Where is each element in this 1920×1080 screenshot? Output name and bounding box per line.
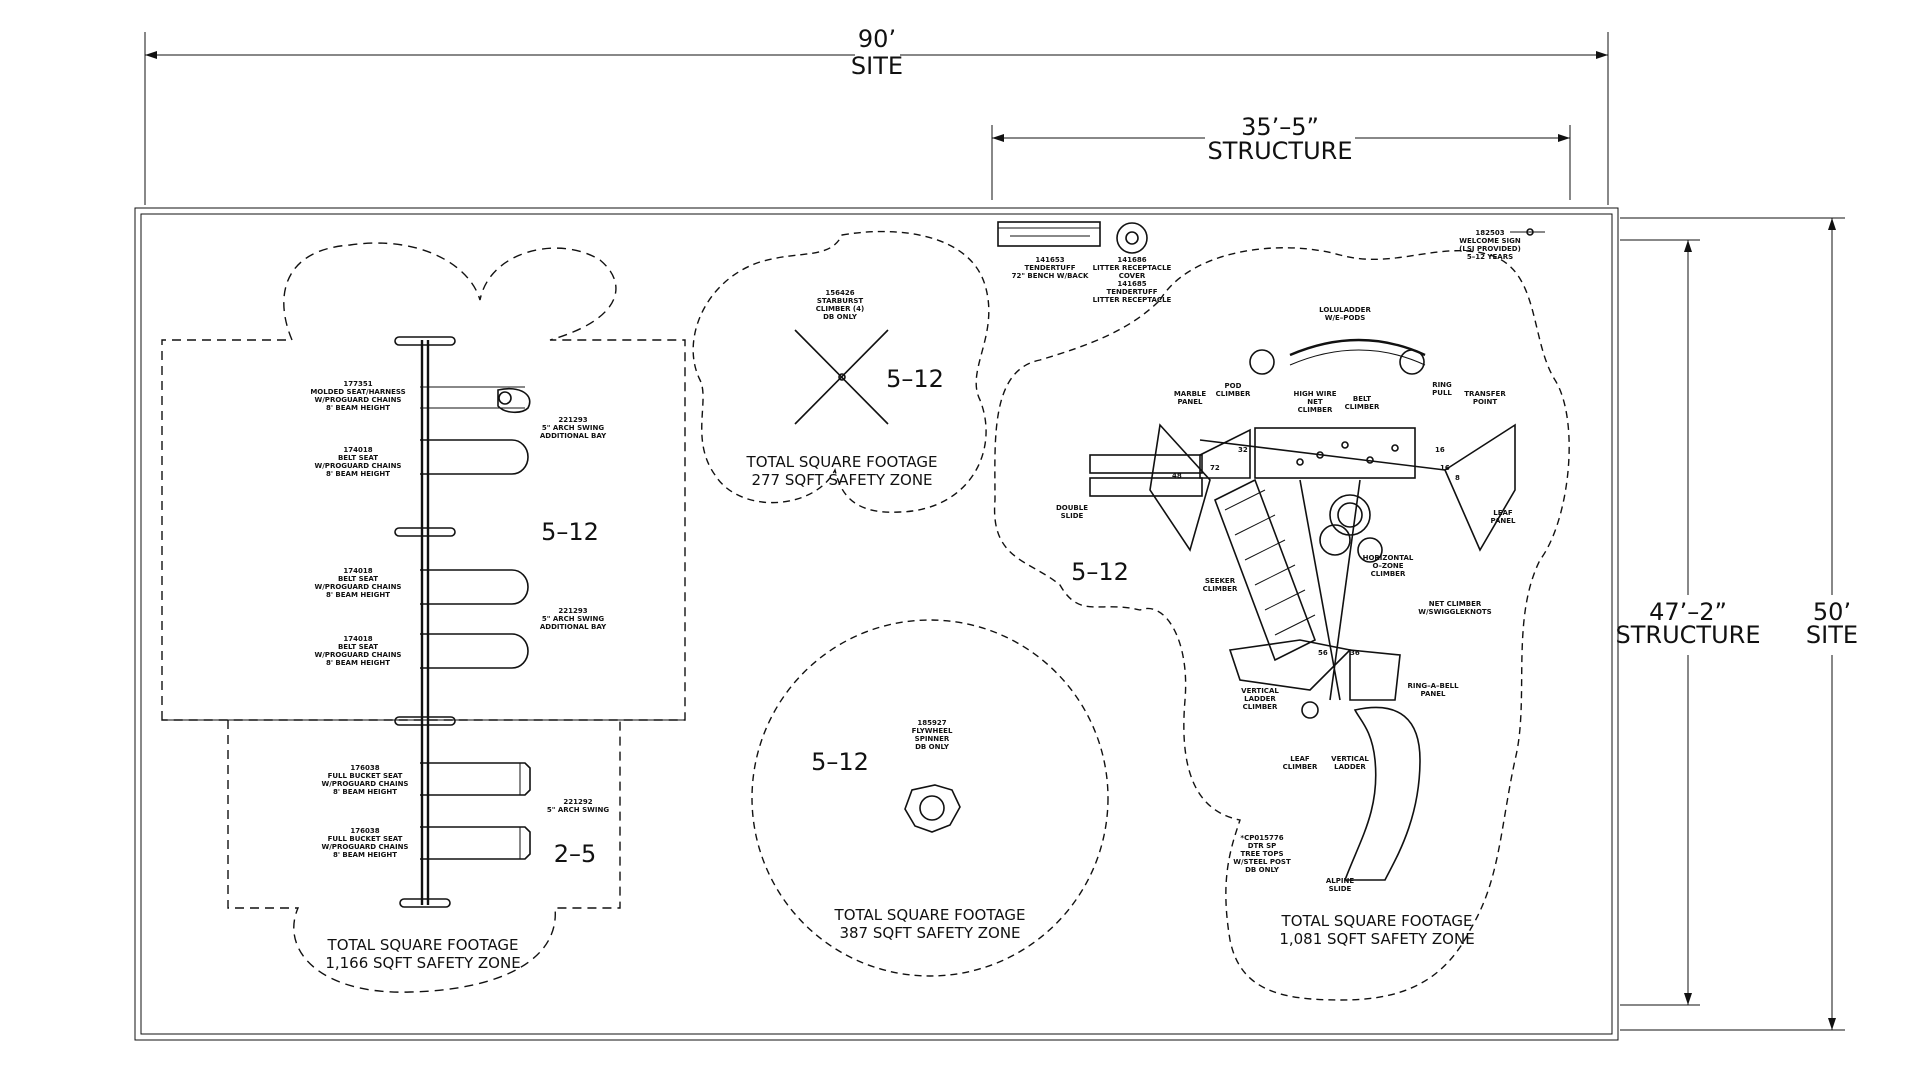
deck-height-label: 56 bbox=[1318, 649, 1328, 657]
site-width-value: 90’ bbox=[858, 25, 896, 53]
spinner-age-label: 5–12 bbox=[811, 748, 869, 776]
deck-height-label: 16 bbox=[1435, 446, 1445, 454]
structure-width-value: 35’–5” bbox=[1241, 113, 1319, 141]
deck-height-label: 16 bbox=[1440, 464, 1450, 472]
starburst-total-value: 277 SQFT SAFETY ZONE bbox=[751, 471, 932, 489]
structure-width-dimension: 35’–5” STRUCTURE bbox=[991, 113, 1571, 200]
deck-height-label: 8 bbox=[1455, 474, 1460, 482]
spinner-total-title: TOTAL SQUARE FOOTAGE bbox=[834, 906, 1026, 924]
structure-total-title: TOTAL SQUARE FOOTAGE bbox=[1281, 912, 1473, 930]
swing-total-value: 1,166 SQFT SAFETY ZONE bbox=[325, 954, 520, 972]
swing-frame bbox=[394, 336, 531, 908]
deck-height-label: 36 bbox=[1350, 649, 1360, 657]
play-structure bbox=[1089, 338, 1516, 881]
deck-height-label: 72 bbox=[1210, 464, 1220, 472]
bench-icon bbox=[997, 221, 1101, 247]
swing-zone: 5–12 2–5 TOTAL SQUARE FOOTAGE 1,166 SQFT… bbox=[161, 242, 686, 993]
deck-height-label: 32 bbox=[1238, 446, 1248, 454]
site-width-dimension: 90’ SITE bbox=[144, 25, 1609, 205]
structure-zone: 5–12 TOTAL SQUARE FOOTAGE 1,081 SQFT SAF… bbox=[993, 247, 1570, 1001]
litter-receptacle-icon bbox=[1116, 222, 1148, 254]
deck-height-label: 48 bbox=[1172, 472, 1182, 480]
site-depth-label: SITE bbox=[1806, 621, 1858, 649]
swing-total-title: TOTAL SQUARE FOOTAGE bbox=[327, 936, 519, 954]
site-boundary bbox=[134, 207, 1619, 1041]
flywheel-spinner-icon bbox=[904, 784, 961, 833]
starburst-safety-zone-outline bbox=[692, 230, 990, 513]
spinner-total-value: 387 SQFT SAFETY ZONE bbox=[839, 924, 1020, 942]
swing-age-label: 5–12 bbox=[541, 518, 599, 546]
spinner-safety-zone-outline bbox=[751, 619, 1109, 977]
toddler-swing-safety-zone-outline bbox=[227, 720, 621, 993]
structure-safety-zone-outline bbox=[993, 247, 1570, 1001]
site-boundary-inner bbox=[140, 213, 1613, 1035]
starburst-total-title: TOTAL SQUARE FOOTAGE bbox=[746, 453, 938, 471]
swing-safety-zone-outline bbox=[161, 242, 686, 721]
starburst-age-label: 5–12 bbox=[886, 365, 944, 393]
toddler-age-label: 2–5 bbox=[554, 840, 597, 868]
structure-age-label: 5–12 bbox=[1071, 558, 1129, 586]
structure-depth-dimension: 47’–2” STRUCTURE bbox=[1616, 239, 1761, 1006]
site-depth-value: 50’ bbox=[1813, 598, 1851, 626]
structure-width-label: STRUCTURE bbox=[1208, 137, 1353, 165]
site-depth-dimension: 50’ SITE bbox=[1620, 217, 1858, 1031]
site-width-label: SITE bbox=[851, 52, 903, 80]
structure-depth-label: STRUCTURE bbox=[1616, 621, 1761, 649]
structure-total-value: 1,081 SQFT SAFETY ZONE bbox=[1279, 930, 1474, 948]
structure-depth-value: 47’–2” bbox=[1649, 598, 1727, 626]
